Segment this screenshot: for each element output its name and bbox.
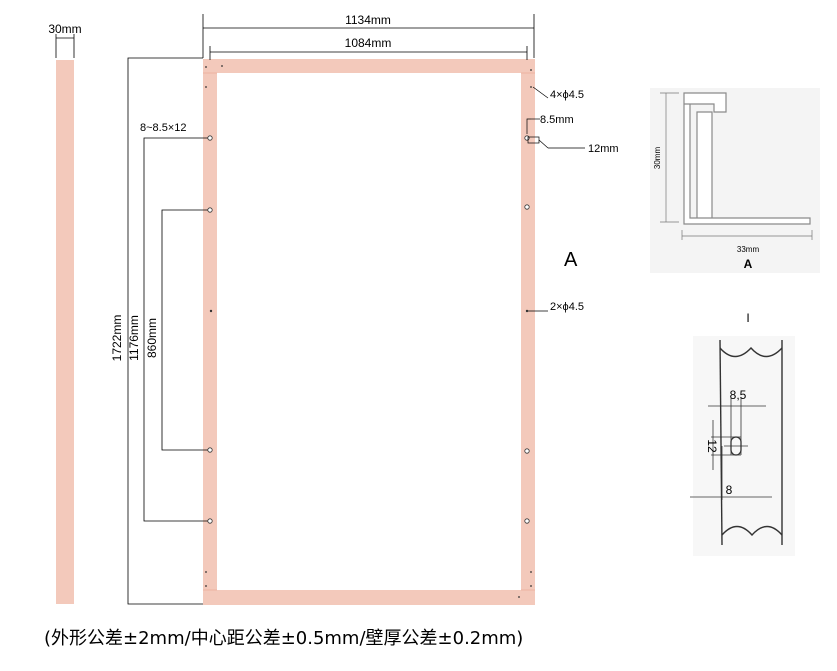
inner-width-label: 1084mm: [345, 36, 392, 50]
detail-85-label: 8,5: [730, 388, 747, 402]
hole-2x-label: 2×ϕ4.5: [550, 301, 584, 313]
right-hole: [524, 204, 530, 210]
profile-width-label: 33mm: [737, 245, 760, 254]
slot-length-label: 12mm: [588, 143, 619, 155]
hole-callouts: 4×ϕ4.5 8.5mm 12mm 2×ϕ4.5 A: [526, 86, 619, 313]
right-hole: [524, 135, 530, 141]
profile-height-label: 30mm: [653, 147, 662, 170]
tolerance-note: (外形公差±2mm/中心距公差±0.5mm/壁厚公差±0.2mm): [44, 628, 524, 649]
right-hole: [524, 448, 530, 454]
detail-12-label: 12: [705, 439, 719, 453]
strip-profile: 30mm: [48, 22, 82, 604]
outer-height-label: 1722mm: [110, 315, 124, 362]
section-letter: A: [564, 249, 578, 271]
profile-caption: A: [744, 257, 753, 271]
small-dots: [205, 65, 532, 598]
left-hole: [207, 447, 213, 453]
profile-section: 30mm 33mm A: [650, 88, 820, 273]
hole-4x-label: 4×ϕ4.5: [550, 89, 584, 101]
left-hole: [207, 518, 213, 524]
detail-8-label: 8: [726, 483, 733, 497]
left-hole: [207, 207, 213, 213]
slot-note-label: 8~8.5×12: [140, 122, 187, 134]
left-hole: [207, 135, 213, 141]
slot-width-label: 8.5mm: [540, 114, 574, 126]
detail-marker: I: [746, 311, 749, 325]
span-1176-label: 1176mm: [127, 315, 141, 361]
strip-width-label: 30mm: [48, 22, 81, 36]
width-dimensions: 1134mm 1084mm: [202, 13, 535, 60]
right-hole: [524, 518, 530, 524]
slot-detail: 8,5 12 8: [690, 336, 795, 556]
span-860-label: 860mm: [145, 318, 159, 358]
height-dimensions: 1722mm 1176mm 860mm 8~8.5×12: [110, 57, 210, 605]
outer-width-label: 1134mm: [345, 13, 391, 27]
main-frame: [203, 59, 535, 605]
